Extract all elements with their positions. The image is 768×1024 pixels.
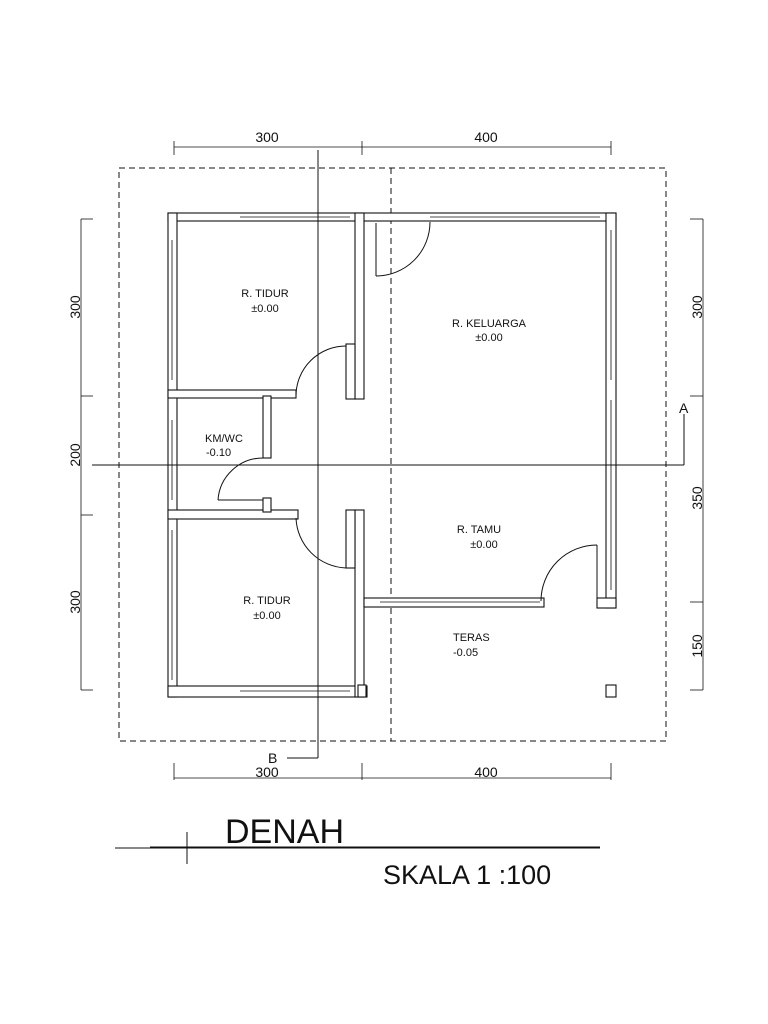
room-bedroom-top-name: R. TIDUR <box>241 288 289 300</box>
room-bathroom-name: KM/WC <box>205 433 243 445</box>
title-heading: DENAH <box>225 813 344 851</box>
dimension-left: 300 200 300 <box>67 218 93 691</box>
dim-left-bottom: 300 <box>67 590 83 614</box>
room-family-level: ±0.00 <box>475 332 502 344</box>
section-b-label: B <box>268 750 277 766</box>
dim-right-top: 300 <box>689 295 705 319</box>
dim-right-bottom: 150 <box>689 634 705 658</box>
section-a-label: A <box>679 400 689 416</box>
dim-top-left: 300 <box>255 129 279 145</box>
room-terrace-level: -0.05 <box>453 647 478 659</box>
dim-top-right: 400 <box>474 129 498 145</box>
room-bedroom-bottom-level: ±0.00 <box>253 610 280 622</box>
room-living-name: R. TAMU <box>457 524 501 536</box>
dim-bottom-right: 400 <box>474 764 498 780</box>
dim-left-top: 300 <box>67 295 83 319</box>
dimension-top: 300 400 <box>173 129 612 155</box>
section-lines: A B <box>92 150 689 766</box>
dim-bottom-left: 300 <box>255 764 279 780</box>
room-bathroom-level: -0.10 <box>206 447 231 459</box>
roof-outline <box>118 167 667 742</box>
doors <box>217 221 598 602</box>
title-block: DENAH SKALA 1 :100 <box>115 813 600 890</box>
dimension-bottom: 300 400 <box>173 763 612 780</box>
room-bedroom-top-level: ±0.00 <box>251 303 278 315</box>
dim-left-middle: 200 <box>67 443 83 467</box>
room-terrace-name: TERAS <box>453 632 490 644</box>
room-bedroom-bottom-name: R. TIDUR <box>243 595 291 607</box>
windows <box>171 216 612 692</box>
room-family-name: R. KELUARGA <box>452 318 527 330</box>
walls <box>167 212 617 698</box>
room-labels: R. TIDUR ±0.00 R. KELUARGA ±0.00 KM/WC -… <box>205 288 527 659</box>
dimension-right: 300 350 150 <box>689 218 705 691</box>
dim-right-middle: 350 <box>689 486 705 510</box>
room-living-level: ±0.00 <box>470 539 497 551</box>
title-scale: SKALA 1 :100 <box>383 860 551 890</box>
